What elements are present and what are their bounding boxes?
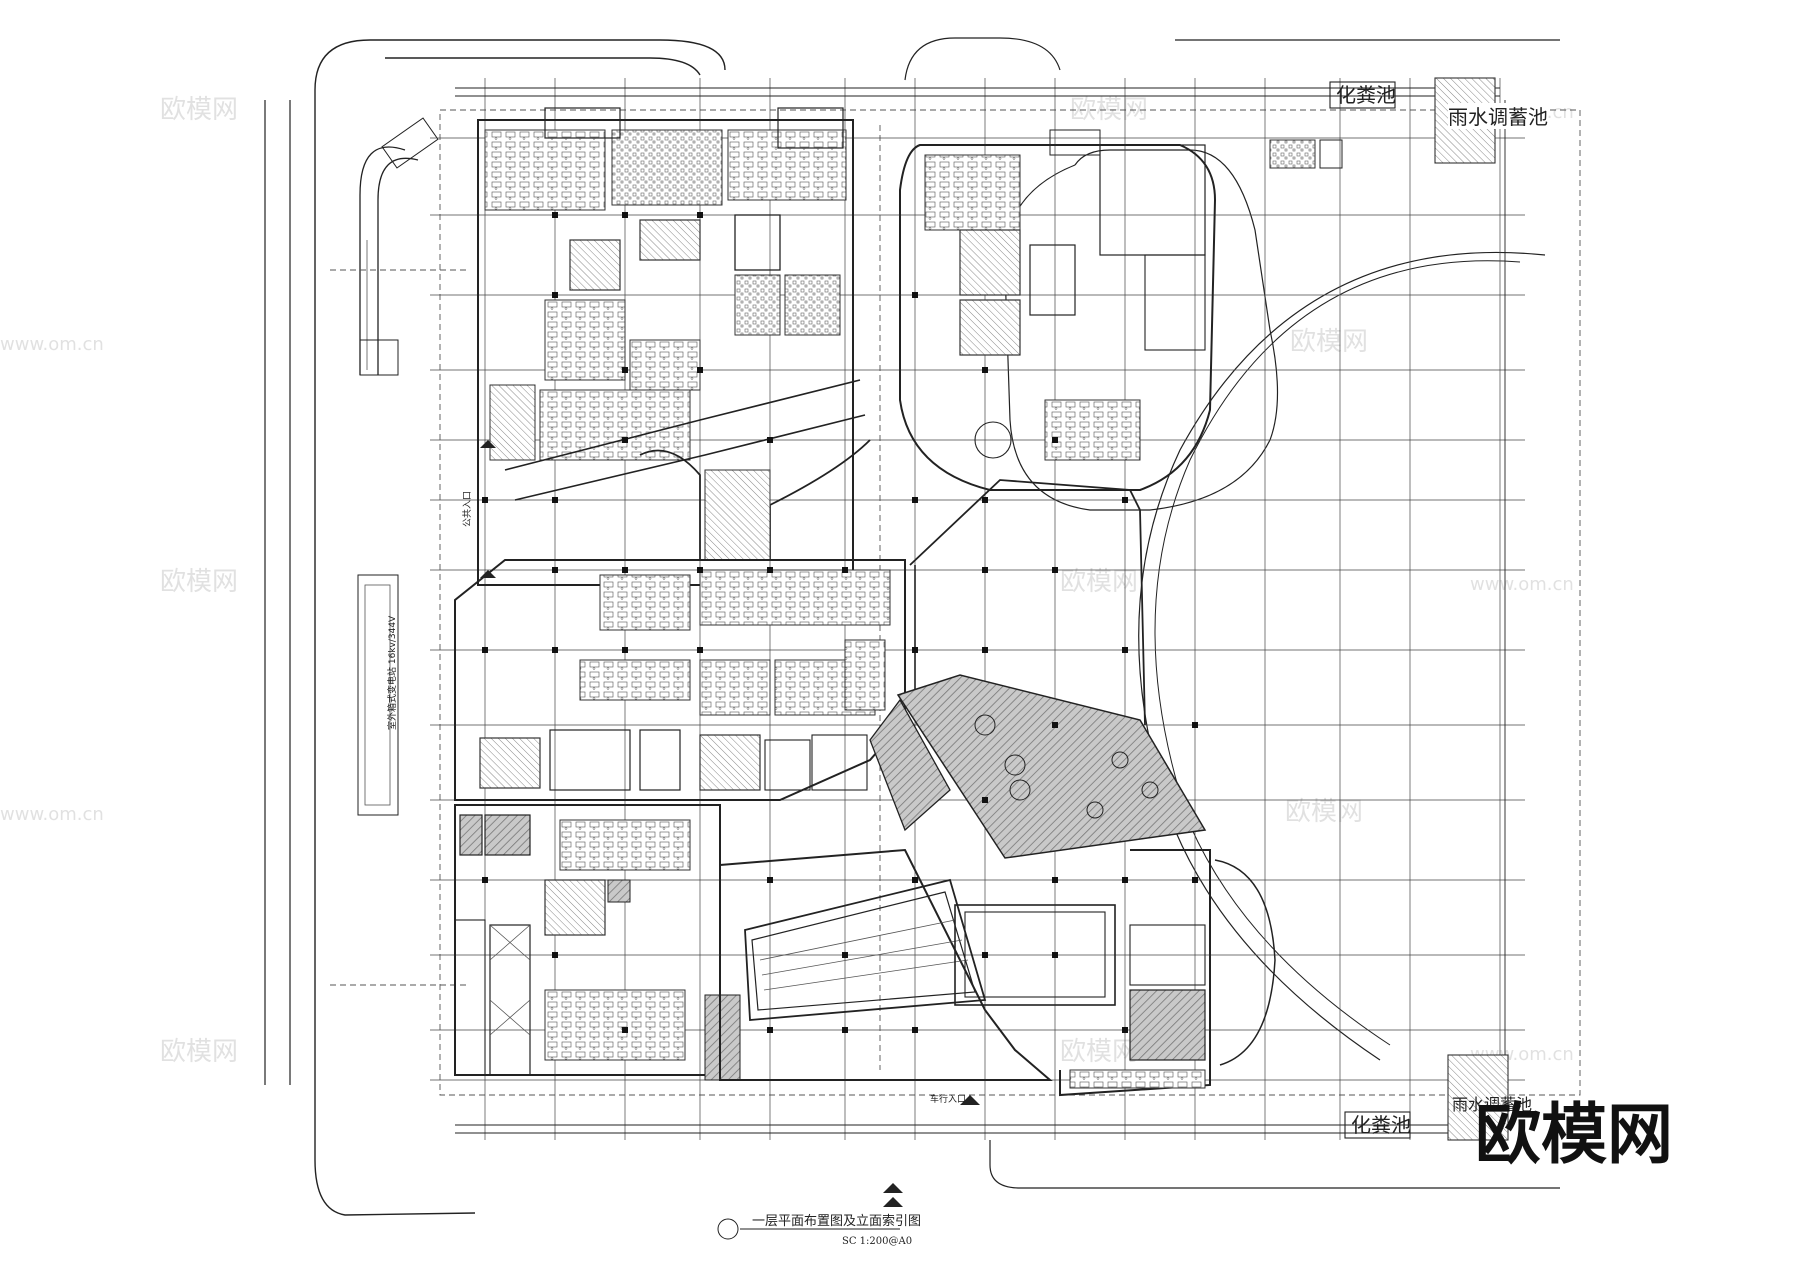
title-block: 一层平面布置图及立面索引图 SC 1:200@A0	[717, 1197, 921, 1247]
column	[982, 367, 988, 373]
column	[697, 647, 703, 653]
label-septic-tank-top: 化粪池	[1336, 83, 1396, 107]
column	[767, 567, 773, 573]
column	[552, 647, 558, 653]
column	[552, 497, 558, 503]
watermark-url: www.om.cn	[0, 804, 104, 825]
column	[912, 877, 918, 883]
building-south-hall	[719, 848, 1116, 1081]
column	[1192, 722, 1198, 728]
building-se-block	[1059, 849, 1276, 1097]
column	[1122, 1027, 1128, 1033]
column	[912, 647, 918, 653]
rainwater-tank-bottom: 雨水调蓄池	[1447, 1054, 1532, 1141]
central-atrium	[639, 439, 1146, 726]
building-mid-block	[454, 559, 906, 801]
watermark-url: www.om.cn	[1470, 574, 1574, 595]
drawing-scale: SC 1:200@A0	[842, 1236, 912, 1247]
column	[552, 292, 558, 298]
column	[1122, 647, 1128, 653]
column	[1052, 952, 1058, 958]
drawing-title: 一层平面布置图及立面索引图	[752, 1214, 921, 1229]
building-sw-block	[454, 804, 741, 1081]
column	[622, 437, 628, 443]
building-ne-wing	[899, 129, 1343, 491]
column	[912, 292, 918, 298]
column	[912, 1027, 918, 1033]
site-road	[264, 37, 1560, 1216]
watermark: 欧模网	[1060, 1037, 1138, 1067]
garage-ramp: 室外箱式变电站 16kv/344V	[357, 117, 439, 816]
column	[982, 647, 988, 653]
watermark: 欧模网	[160, 1037, 238, 1067]
hatched-zone	[869, 674, 1207, 859]
column	[697, 212, 703, 218]
column	[1122, 877, 1128, 883]
brand-logo: 欧模网	[1475, 1096, 1673, 1173]
watermark: 欧模网	[160, 567, 238, 597]
column	[622, 1027, 628, 1033]
column	[622, 367, 628, 373]
column	[697, 567, 703, 573]
dimension-lines	[455, 87, 1506, 1134]
column	[842, 567, 848, 573]
column	[767, 1027, 773, 1033]
column	[552, 212, 558, 218]
structural-columns	[482, 212, 1198, 1033]
label-public-entrance: 公共入口	[462, 491, 473, 527]
column	[482, 877, 488, 883]
brand-logo-text: 欧模网	[1475, 1096, 1673, 1173]
column	[1052, 877, 1058, 883]
column	[1052, 437, 1058, 443]
column	[982, 797, 988, 803]
label-rainwater-tank-top: 雨水调蓄池	[1448, 105, 1548, 129]
building-nw-wing	[477, 107, 866, 586]
column	[842, 952, 848, 958]
septic-tank-bottom: 化粪池	[1344, 1111, 1411, 1139]
column	[1192, 877, 1198, 883]
column	[767, 437, 773, 443]
column	[1122, 497, 1128, 503]
column	[552, 567, 558, 573]
column	[982, 567, 988, 573]
watermark: 欧模网	[1290, 327, 1368, 357]
rainwater-tank-top: 雨水调蓄池	[1434, 77, 1548, 164]
column	[767, 877, 773, 883]
watermark: 欧模网	[160, 95, 238, 125]
entrance-markers	[480, 440, 980, 1193]
column	[1052, 722, 1058, 728]
column	[622, 567, 628, 573]
column	[552, 952, 558, 958]
label-vehicle-entrance: 车行入口	[930, 1093, 966, 1105]
label-rainwater-tank-bottom: 雨水调蓄池	[1452, 1095, 1532, 1114]
septic-tank-top: 化粪池	[1329, 81, 1396, 109]
column	[1052, 567, 1058, 573]
column	[982, 952, 988, 958]
watermark: 欧模网	[1285, 797, 1363, 827]
label-septic-tank-bottom: 化粪池	[1351, 1113, 1411, 1137]
column	[622, 212, 628, 218]
column	[482, 497, 488, 503]
column	[912, 497, 918, 503]
column	[622, 647, 628, 653]
column	[982, 497, 988, 503]
column	[482, 647, 488, 653]
column	[697, 367, 703, 373]
transformer-note: 室外箱式变电站 16kv/344V	[386, 615, 398, 730]
watermark: 欧模网	[1060, 567, 1138, 597]
watermark-url: www.om.cn	[0, 334, 104, 355]
column	[842, 1027, 848, 1033]
